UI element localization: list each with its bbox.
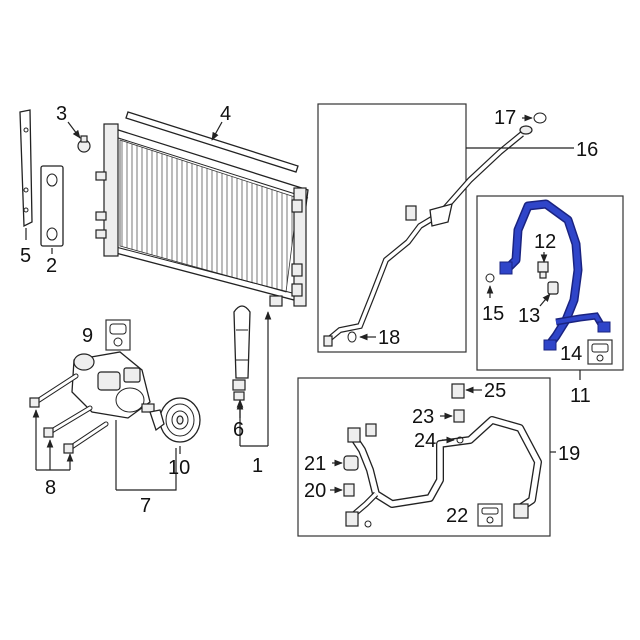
callout-8: 8 (45, 477, 56, 499)
cap-13 (547, 281, 559, 295)
gasket-kit-14 (587, 339, 613, 365)
callout-15: 15 (482, 303, 504, 325)
condenser-side-bracket (19, 109, 33, 228)
condenser-seal-strip (125, 111, 299, 173)
gasket-kit-9 (105, 319, 131, 351)
receiver-drier (232, 305, 251, 401)
clutch-pulley (149, 397, 201, 443)
callout-17: 17 (494, 107, 516, 129)
callout-9: 9 (82, 325, 93, 347)
callout-6: 6 (233, 419, 244, 441)
switch-12 (537, 261, 549, 279)
callout-5: 5 (20, 245, 31, 267)
callout-2: 2 (46, 255, 57, 277)
callout-20: 20 (304, 480, 326, 502)
callout-23: 23 (412, 406, 434, 428)
discharge-hose-highlighted (499, 199, 611, 351)
callout-25: 25 (484, 380, 506, 402)
group-box-16 (317, 103, 467, 353)
callout-16: 16 (576, 139, 598, 161)
group-box-19 (297, 377, 551, 537)
callout-18: 18 (378, 327, 400, 349)
cap-21 (343, 455, 359, 471)
callout-3: 3 (56, 103, 67, 125)
callout-24: 24 (414, 430, 436, 452)
callout-12: 12 (534, 231, 556, 253)
valve-20 (343, 483, 355, 497)
callout-11: 11 (570, 385, 591, 407)
o-ring-24 (456, 436, 464, 444)
callout-4: 4 (220, 103, 231, 125)
callout-10: 10 (168, 457, 190, 479)
suction-line (345, 416, 542, 528)
o-ring-17 (533, 112, 547, 124)
callout-22: 22 (446, 505, 468, 527)
o-ring-15 (485, 273, 495, 283)
compressor-mount-bolts (29, 373, 109, 454)
bracket-plate (40, 165, 64, 247)
valve-23 (453, 409, 465, 423)
liquid-line (323, 125, 533, 347)
callout-1: 1 (252, 455, 263, 477)
callout-19: 19 (558, 443, 580, 465)
bolt-small (77, 135, 91, 153)
callout-13: 13 (518, 305, 540, 327)
callout-7: 7 (140, 495, 151, 517)
group-box-11 (476, 195, 624, 371)
callout-labels: 1 2 3 4 5 6 7 8 9 10 11 12 13 14 15 16 1… (20, 103, 598, 527)
condenser (95, 123, 309, 307)
switch-25 (451, 383, 465, 399)
o-ring-18 (347, 331, 357, 343)
gasket-kit-22 (477, 503, 503, 527)
callout-21: 21 (304, 453, 326, 475)
leader-lines (25, 114, 581, 494)
ac-compressor (71, 351, 155, 419)
callout-14: 14 (560, 343, 582, 365)
